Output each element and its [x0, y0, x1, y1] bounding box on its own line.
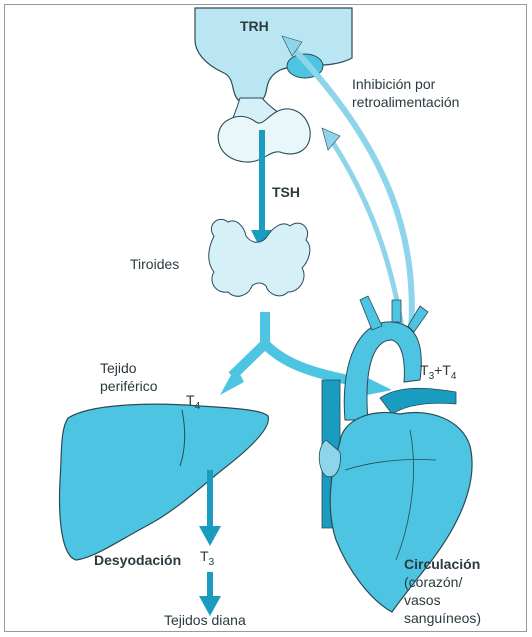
peripheral-label-line1: Tejido — [100, 360, 137, 376]
t3-label: T3 — [200, 548, 214, 567]
t3-base: T — [200, 548, 209, 564]
t3t4-a: T — [420, 362, 429, 378]
pulmonary-artery — [380, 388, 456, 414]
deiodination-label: Desyodación — [94, 552, 181, 568]
target-tissues-label: Tejidos diana — [164, 612, 246, 628]
thyroid-label: Tiroides — [130, 256, 179, 272]
t4-label: T4 — [186, 392, 200, 411]
inhibition-label-line2: retroalimentación — [352, 94, 459, 110]
peripheral-label-line2: periférico — [100, 378, 158, 394]
trh-label: TRH — [240, 18, 269, 34]
t3t4-a-sub: 3 — [429, 371, 435, 382]
circulation-label-line2: (corazón/ — [404, 574, 462, 590]
tsh-label: TSH — [272, 184, 300, 200]
t3t4-b-sub: 4 — [451, 371, 457, 382]
circulation-label-line3: vasos — [404, 592, 441, 608]
circulation-label-line1: Circulación — [404, 556, 480, 572]
vessel-branch-1 — [360, 296, 382, 330]
t4-base: T — [186, 392, 195, 408]
liver-organ — [60, 404, 269, 560]
t3t4-plus: +T — [434, 362, 451, 378]
t4-sub: 4 — [195, 401, 201, 412]
deiodination-arrowhead — [199, 526, 221, 546]
t3-sub: 3 — [209, 557, 215, 568]
inhibition-label-line1: Inhibición por — [352, 76, 435, 92]
vessel-branch-2 — [392, 300, 401, 322]
circulation-label-line4: sanguíneos) — [404, 610, 481, 626]
t3t4-label: T3+T4 — [420, 362, 456, 381]
